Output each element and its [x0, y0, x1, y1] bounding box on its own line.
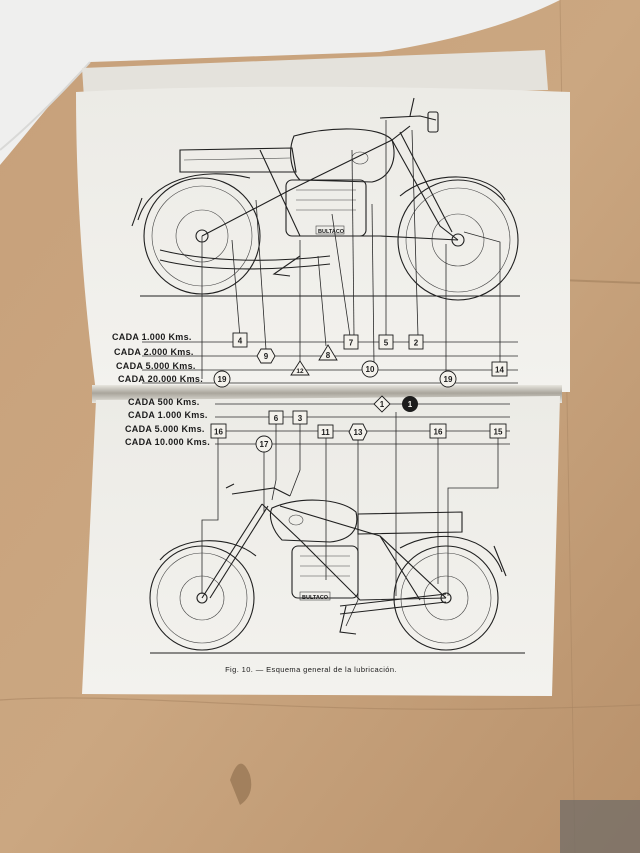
svg-text:5: 5: [384, 339, 389, 348]
white-cloth: [0, 0, 560, 165]
svg-text:2: 2: [414, 339, 419, 348]
svg-text:4: 4: [238, 337, 243, 346]
top-page: [76, 86, 570, 392]
marker-square-3: 3: [292, 410, 308, 425]
svg-text:7: 7: [349, 339, 354, 348]
marker-triangle-8: 8: [318, 344, 338, 361]
bottom-interval-10000: CADA 10.000 Kms.: [125, 437, 210, 447]
bottom-interval-500: CADA 500 Kms.: [128, 397, 200, 407]
marker-square-4: 4: [232, 332, 248, 348]
svg-text:17: 17: [260, 440, 269, 449]
marker-square-7: 7: [343, 334, 359, 350]
svg-text:6: 6: [274, 414, 279, 423]
svg-text:1: 1: [408, 400, 413, 409]
svg-text:19: 19: [444, 375, 453, 384]
svg-text:14: 14: [495, 366, 504, 375]
svg-text:15: 15: [494, 428, 503, 437]
bottom-interval-5000: CADA 5.000 Kms.: [125, 424, 205, 434]
top-interval-20000: CADA 20.000 Kms.: [118, 374, 203, 384]
marker-hexagon-9: 9: [256, 348, 276, 364]
svg-text:3: 3: [298, 414, 303, 423]
svg-text:11: 11: [321, 428, 330, 437]
marker-circle-10: 10: [361, 360, 379, 378]
svg-text:12: 12: [296, 368, 304, 375]
svg-text:16: 16: [214, 428, 223, 437]
marker-square-14: 14: [491, 361, 508, 377]
marker-square-16-left: 16: [210, 423, 227, 439]
marker-square-2: 2: [408, 334, 424, 350]
bottom-logo-text: BULTACO: [302, 595, 329, 601]
bottom-interval-labels: CADA 500 Kms. CADA 1.000 Kms. CADA 5.000…: [125, 397, 210, 447]
svg-text:1: 1: [380, 400, 385, 409]
top-markers: 4 9 12 8 7 5 2 10: [213, 332, 508, 388]
top-logo-text: BULTACO: [318, 229, 345, 235]
marker-circle-19-right: 19: [439, 370, 457, 388]
svg-text:13: 13: [354, 428, 363, 437]
top-motorcycle-drawing: BULTACO: [131, 97, 520, 301]
marker-square-5: 5: [378, 334, 394, 350]
bottom-interval-1000: CADA 1.000 Kms.: [128, 410, 208, 420]
bottom-markers: 1 1 6 3 16 17 11 13: [210, 395, 507, 453]
svg-text:8: 8: [326, 351, 331, 360]
marker-square-15: 15: [489, 423, 507, 439]
marker-circle-17: 17: [255, 435, 273, 453]
marker-hexagon-13: 13: [348, 423, 368, 441]
svg-text:19: 19: [218, 375, 227, 384]
top-interval-labels: CADA 1.000 Kms. CADA 2.000 Kms. CADA 5.0…: [112, 332, 203, 384]
bottom-motorcycle-drawing: BULTACO: [149, 483, 525, 654]
marker-filled-circle-1: 1: [402, 396, 418, 412]
bottom-leader-lines: [201, 403, 510, 627]
top-interval-1000: CADA 1.000 Kms.: [112, 332, 192, 342]
marker-circle-19-left: 19: [213, 370, 231, 388]
svg-text:16: 16: [434, 428, 443, 437]
marker-square-16-right: 16: [429, 423, 447, 439]
top-interval-5000: CADA 5.000 Kms.: [116, 361, 196, 371]
marker-square-6: 6: [268, 410, 284, 425]
svg-text:10: 10: [366, 365, 375, 374]
page-back-edge: [82, 50, 548, 98]
marker-diamond-1: 1: [373, 395, 391, 413]
marker-triangle-12: 12: [290, 360, 310, 376]
svg-text:9: 9: [264, 352, 269, 361]
figure-caption: Fig. 10. — Esquema general de la lubrica…: [225, 665, 397, 674]
top-interval-2000: CADA 2.000 Kms.: [114, 347, 194, 357]
marker-square-11: 11: [317, 424, 334, 439]
